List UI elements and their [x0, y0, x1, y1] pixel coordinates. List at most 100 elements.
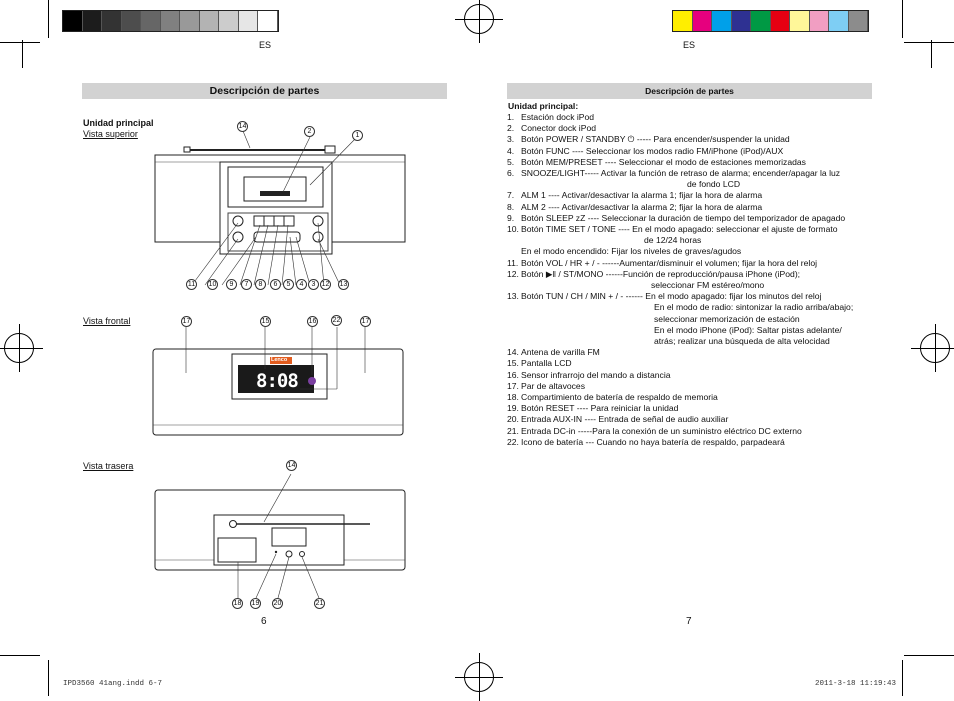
- callout-4: 4: [296, 279, 307, 290]
- crop-mark: [904, 655, 954, 656]
- callout-2: 2: [304, 126, 315, 137]
- list-item-number: 12.: [507, 268, 519, 279]
- list-item: seleccionar memorización de estación: [507, 314, 873, 325]
- gray-swatch: [82, 11, 102, 31]
- list-item-text: Icono de batería --- Cuando no haya bate…: [521, 436, 785, 447]
- callout-12: 12: [320, 279, 331, 290]
- list-item-text: de fondo LCD: [687, 179, 741, 190]
- list-item: 18.Compartimiento de batería de respaldo…: [507, 392, 873, 403]
- list-item-text: Botón ▶‖ / ST/MONO ------Función de repr…: [521, 268, 801, 279]
- list-item-number: [507, 280, 521, 291]
- list-item: En el modo iPhone (iPod): Saltar pistas …: [507, 325, 873, 336]
- crop-mark: [0, 655, 40, 656]
- color-swatch: [673, 11, 693, 31]
- list-item-text: Botón RESET ---- Para reiniciar la unida…: [521, 403, 679, 414]
- list-item-number: 15.: [507, 358, 519, 369]
- list-item-text: ALM 2 ---- Activar/desactivar la alarma …: [521, 201, 763, 212]
- gray-swatch: [121, 11, 141, 31]
- list-item-number: 4.: [507, 145, 515, 156]
- list-item-number: 5.: [507, 156, 515, 167]
- list-item-text: Botón POWER / STANDBY ⏻ ----- Para encen…: [521, 134, 790, 145]
- gray-swatch: [160, 11, 180, 31]
- list-item: En el modo encendido: Fijar los niveles …: [507, 246, 873, 257]
- color-swatch: [712, 11, 732, 31]
- list-item-number: 13.: [507, 291, 519, 302]
- list-item: 7.ALM 1 ---- Activar/desactivar la alarm…: [507, 190, 873, 201]
- gray-swatch: [180, 11, 200, 31]
- list-item: 14.Antena de varilla FM: [507, 347, 873, 358]
- callout-9: 9: [226, 279, 237, 290]
- registration-mark: [911, 324, 954, 372]
- callout-7: 7: [241, 279, 252, 290]
- section-title: Descripción de partes: [209, 85, 320, 97]
- list-item-number: [507, 336, 521, 347]
- list-item: 8. ALM 2 ---- Activar/desactivar la alarm…: [507, 202, 873, 213]
- rear-view-label: Vista trasera: [83, 461, 134, 471]
- list-item-text: Botón TUN / CH / MIN + / - ------ En el …: [521, 291, 822, 302]
- list-item-text: En el modo iPhone (iPod): Saltar pistas …: [654, 324, 842, 335]
- callout-16: 16: [307, 316, 318, 327]
- list-item-text: de 12/24 horas: [644, 235, 702, 246]
- gray-swatch: [258, 11, 278, 31]
- list-item-text: Sensor infrarrojo del mando a distancia: [521, 369, 671, 380]
- list-item: 17.Par de altavoces: [507, 381, 873, 392]
- callout-19: 19: [250, 598, 261, 609]
- list-item-text: Botón TIME SET / TONE ---- En el modo ap…: [521, 224, 838, 235]
- registration-mark: [455, 653, 503, 701]
- crop-mark: [0, 42, 40, 43]
- list-item-text: Conector dock iPod: [521, 123, 596, 134]
- lcd-time: 8:08: [256, 370, 299, 392]
- front-view-label: Vista frontal: [83, 316, 131, 326]
- gray-swatch: [238, 11, 258, 31]
- callout-22: 22: [331, 315, 342, 326]
- crop-mark: [22, 40, 23, 68]
- list-item: atrás; realizar una búsqueda de alta vel…: [507, 336, 873, 347]
- top-view-diagram: [154, 130, 406, 286]
- crop-mark: [48, 0, 49, 38]
- rear-view-diagram: [154, 473, 406, 599]
- list-item-number: 8.: [507, 201, 515, 212]
- list-item-number: [507, 179, 521, 190]
- brand-logo: Lenco: [271, 357, 288, 363]
- list-item-text: SNOOZE/LIGHT----- Activar la función de …: [521, 168, 841, 179]
- list-item-text: Botón VOL / HR + / - ------Aumentar/dism…: [521, 257, 818, 268]
- list-item-text: ALM 1 ---- Activar/desactivar la alarma …: [521, 190, 763, 201]
- list-item: de 12/24 horas: [507, 235, 873, 246]
- callout-5: 5: [283, 279, 294, 290]
- list-item-text: Botón MEM/PRESET ---- Seleccionar el mod…: [521, 156, 806, 167]
- crop-mark: [931, 40, 932, 68]
- list-item: 2.Conector dock iPod: [507, 123, 873, 134]
- gray-color-bar: [62, 10, 279, 32]
- list-item-number: 14.: [507, 347, 519, 358]
- list-item-text: En el modo de radio: sintonizar la radio…: [654, 302, 854, 313]
- callout-13: 13: [338, 279, 349, 290]
- callout-3: 3: [308, 279, 319, 290]
- top-view-label: Vista superior: [83, 129, 138, 139]
- callout-6: 6: [270, 279, 281, 290]
- list-item-number: 17.: [507, 380, 519, 391]
- gray-swatch: [199, 11, 219, 31]
- list-item: 21.Entrada DC-in -----Para la conexión d…: [507, 426, 873, 437]
- list-item-number: 22.: [507, 436, 519, 447]
- gray-swatch: [102, 11, 122, 31]
- list-item: seleccionar FM estéreo/mono: [507, 280, 873, 291]
- list-item: 16.Sensor infrarrojo del mando a distanc…: [507, 370, 873, 381]
- page-number-right: 7: [686, 616, 692, 627]
- color-swatch: [848, 11, 868, 31]
- gray-swatch: [141, 11, 161, 31]
- list-item-number: 16.: [507, 369, 519, 380]
- list-item: 9.Botón SLEEP zZ ---- Seleccionar la dur…: [507, 213, 873, 224]
- list-item: 6. SNOOZE/LIGHT----- Activar la función d…: [507, 168, 873, 179]
- lang-label-left: ES: [259, 40, 272, 50]
- list-item-text: Estación dock iPod: [521, 112, 595, 122]
- list-item-text: Par de altavoces: [521, 380, 586, 391]
- footer-date: 2011-3-18 11:19:43: [815, 680, 897, 688]
- list-item-number: 6.: [507, 168, 515, 179]
- list-item: 20.Entrada AUX-IN ---- Entrada de señal …: [507, 414, 873, 425]
- registration-mark: [455, 0, 503, 43]
- list-item: 3.Botón POWER / STANDBY ⏻ ----- Para enc…: [507, 134, 873, 145]
- list-item: de fondo LCD: [507, 179, 873, 190]
- list-item-number: 9.: [507, 212, 515, 223]
- main-unit-heading-right: Unidad principal:: [508, 101, 579, 111]
